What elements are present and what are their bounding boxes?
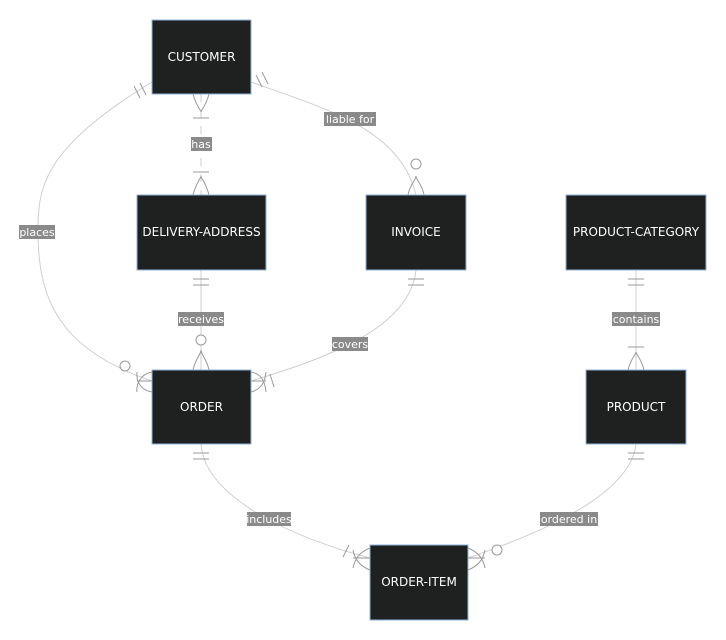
entity-product-label: PRODUCT	[607, 400, 666, 414]
rel-label-includes: includes	[246, 512, 292, 526]
entity-delivery-address[interactable]: DELIVERY-ADDRESS	[136, 194, 267, 271]
entity-invoice[interactable]: INVOICE	[365, 194, 467, 271]
entity-invoice-label: INVOICE	[391, 225, 440, 239]
rel-label-places: places	[19, 225, 55, 239]
entity-order-label: ORDER	[180, 400, 223, 414]
entity-order-item-label: ORDER-ITEM	[381, 575, 457, 589]
marker-exactly-one-customer-liable	[255, 71, 269, 88]
marker-zero-many-invoice-liable	[407, 158, 425, 196]
marker-one-many-product-contains	[627, 346, 645, 371]
marker-one-many-orderitem-includes	[342, 544, 371, 571]
rel-label-receives: receives	[178, 312, 224, 326]
rel-label-contains: contains	[612, 312, 660, 326]
marker-exactly-one-invoice-covers	[408, 278, 424, 286]
marker-exactly-one-category-contains	[628, 278, 644, 286]
entity-customer-label: CUSTOMER	[168, 50, 236, 64]
rel-label-includes-text: includes	[246, 513, 292, 526]
rel-label-places-text: places	[19, 226, 55, 239]
entity-product-category[interactable]: PRODUCT-CATEGORY	[565, 194, 707, 271]
entity-product-category-label: PRODUCT-CATEGORY	[573, 225, 700, 239]
rel-label-contains-text: contains	[613, 313, 660, 326]
rel-label-receives-text: receives	[178, 313, 224, 326]
rel-line-liable-for	[250, 81, 417, 196]
marker-exactly-one-customer-places	[133, 82, 147, 99]
entity-order[interactable]: ORDER	[151, 369, 252, 445]
marker-zero-many-order-receives	[192, 334, 210, 371]
rel-label-covers-text: covers	[332, 338, 369, 351]
marker-one-many-delivery-has	[192, 171, 210, 196]
rel-label-has: has	[191, 137, 212, 151]
rel-label-ordered-in-text: ordered in	[541, 513, 597, 526]
marker-exactly-one-product-ordered	[628, 452, 644, 460]
marker-exactly-one-delivery-receives	[193, 278, 209, 286]
entity-order-item[interactable]: ORDER-ITEM	[369, 544, 469, 621]
marker-zero-many-orderitem-ordered	[467, 544, 503, 571]
rel-label-liable-for: liable for	[324, 112, 376, 126]
marker-exactly-one-order-includes	[193, 452, 209, 460]
rel-label-covers: covers	[332, 337, 369, 351]
rel-line-includes	[200, 443, 371, 559]
rel-line-ordered-in	[467, 443, 637, 559]
marker-one-many-order-covers	[250, 371, 275, 393]
rel-label-has-text: has	[191, 138, 211, 151]
entity-customer[interactable]: CUSTOMER	[151, 19, 252, 95]
marker-one-many-customer-has	[192, 93, 210, 119]
marker-zero-many-order-places	[119, 360, 153, 393]
entity-product[interactable]: PRODUCT	[585, 369, 687, 445]
rel-line-places	[37, 81, 153, 382]
rel-label-ordered-in: ordered in	[540, 512, 598, 526]
entity-delivery-address-label: DELIVERY-ADDRESS	[142, 225, 260, 239]
rel-line-covers	[250, 269, 417, 382]
rel-label-liable-for-text: liable for	[326, 113, 375, 126]
